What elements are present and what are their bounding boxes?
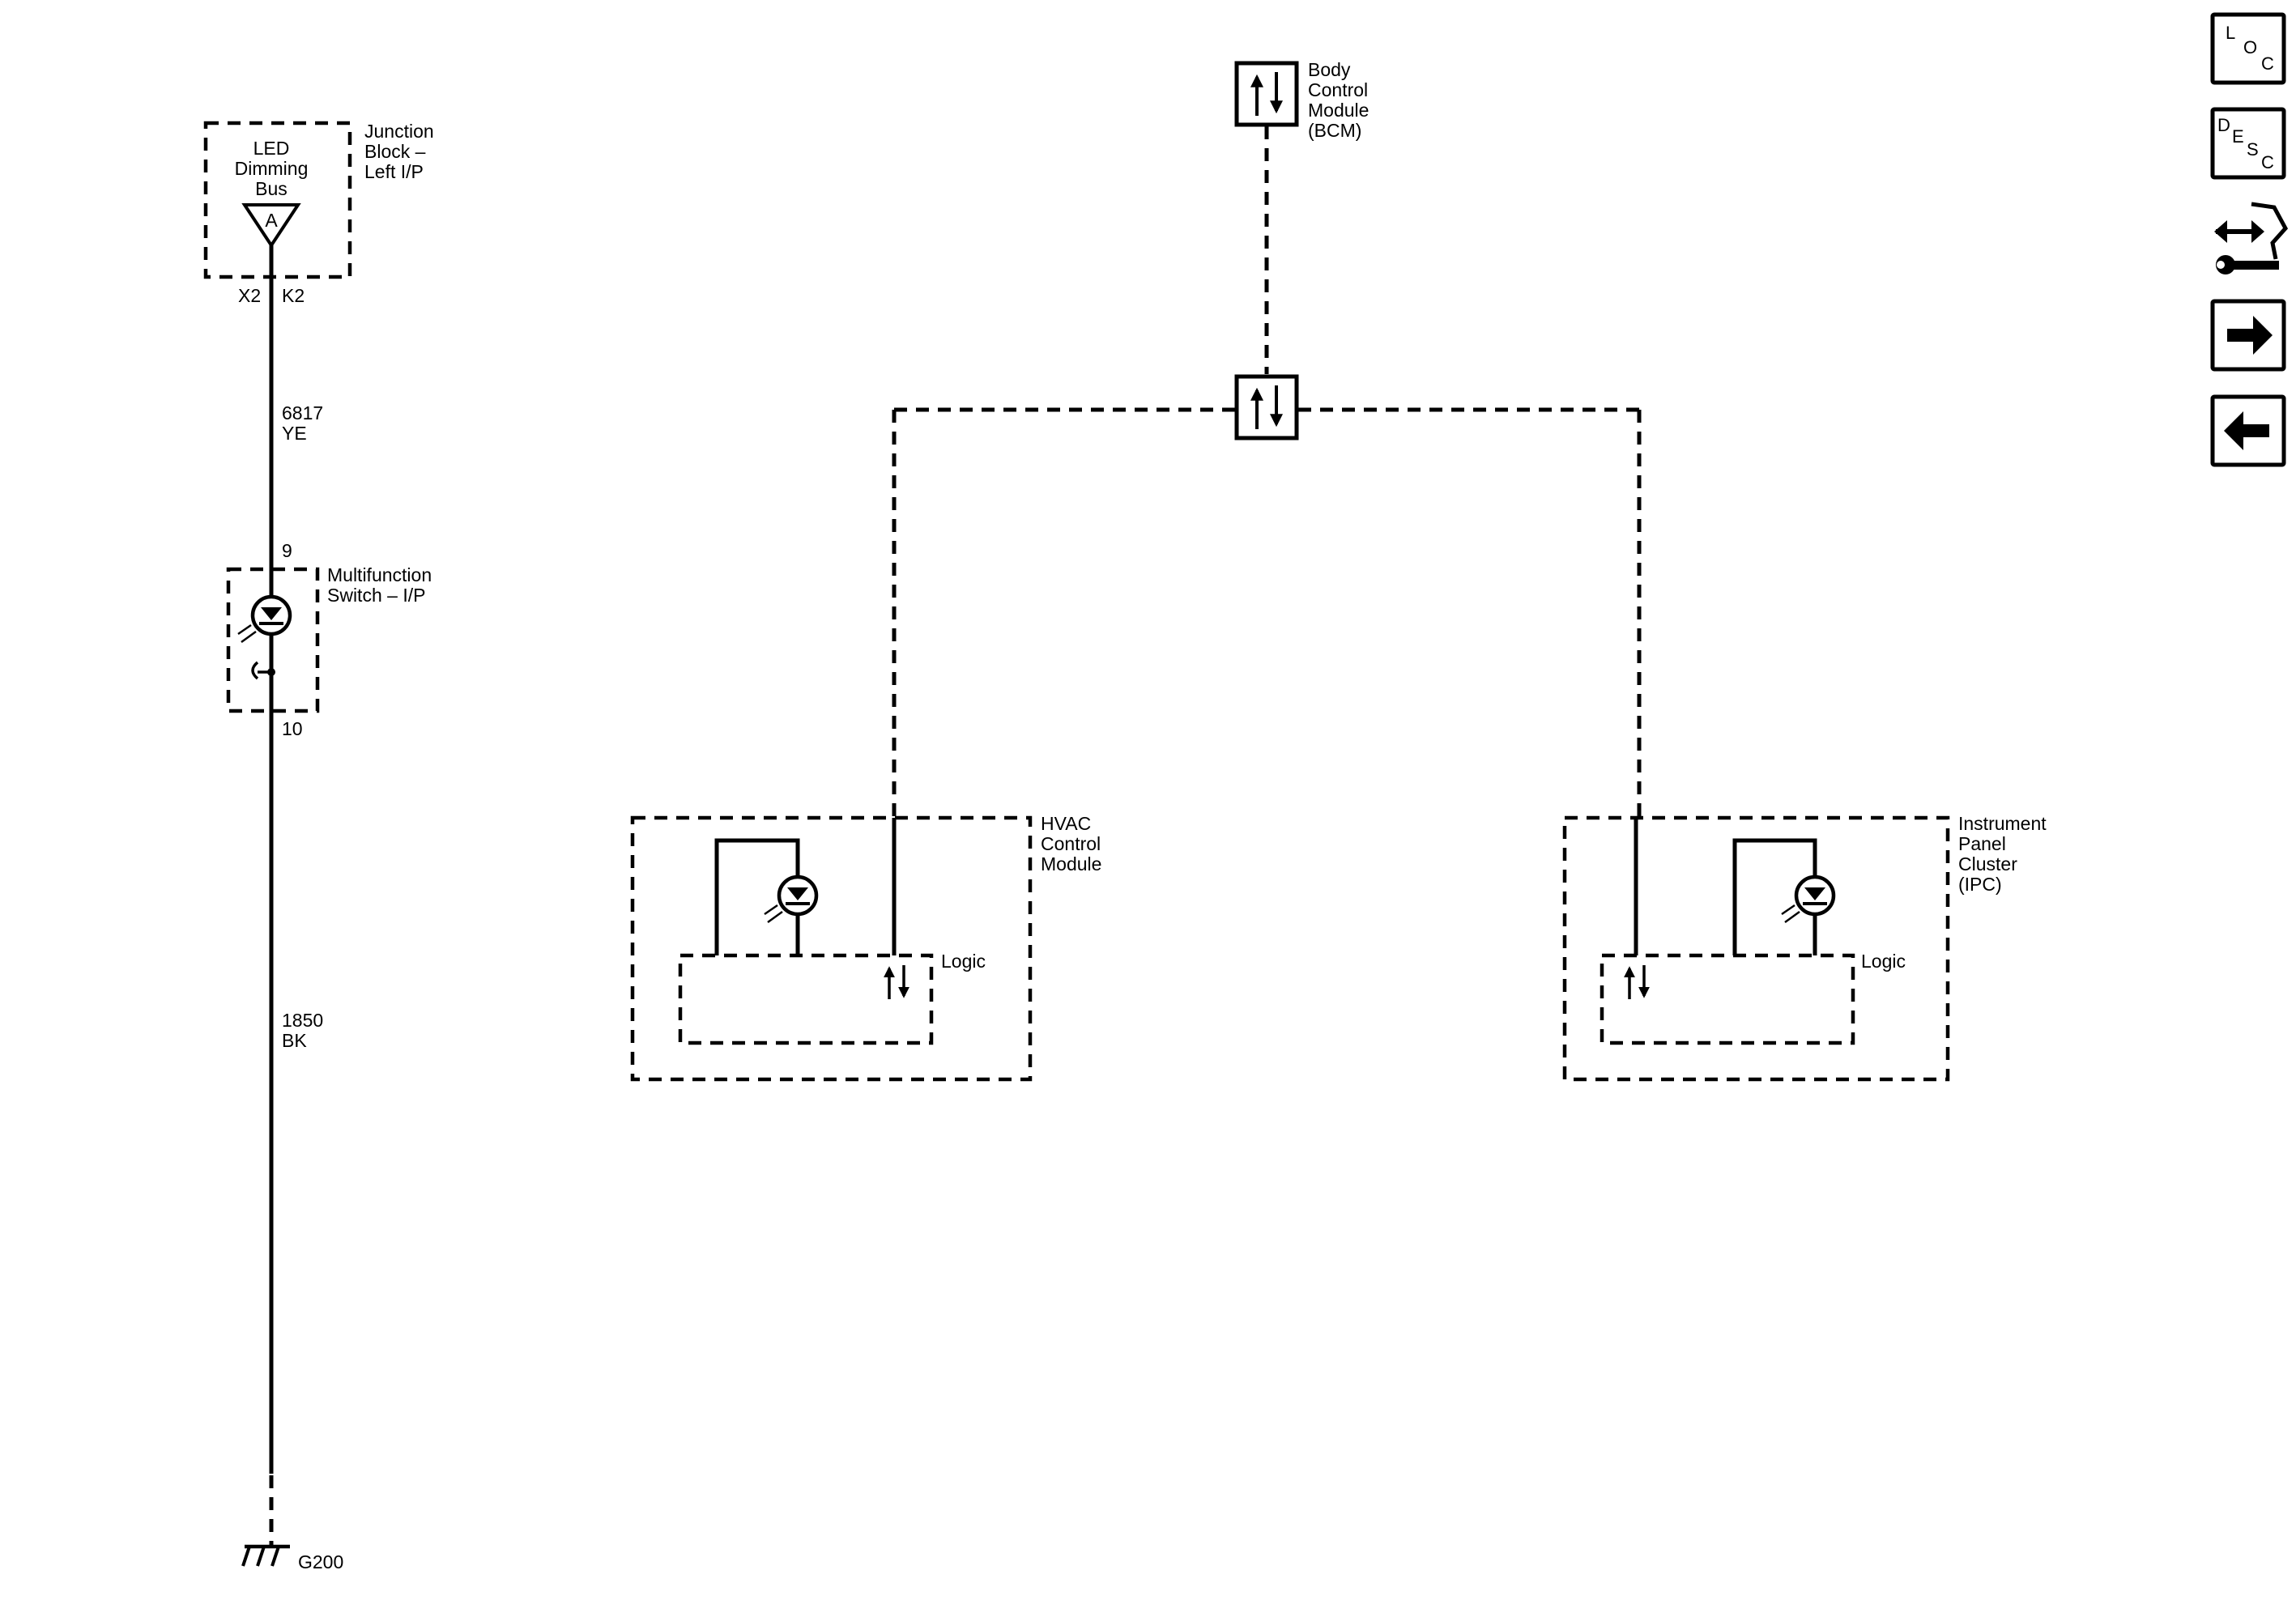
wire-1850-color: BK bbox=[282, 1030, 307, 1051]
multifunction-switch: 9 10 Multifunction Switch – I/P bbox=[226, 540, 432, 739]
ground-label: G200 bbox=[298, 1551, 343, 1572]
switch-name-1: Multifunction bbox=[327, 564, 432, 585]
ipc-logic-label: Logic bbox=[1861, 951, 1906, 972]
ground-tick-3 bbox=[270, 1546, 280, 1567]
wire-6817-color: YE bbox=[282, 423, 307, 444]
ipc-name-2: Panel bbox=[1958, 833, 2006, 854]
ipc-name-3: Cluster bbox=[1958, 853, 2017, 874]
ipc-light-emission-2 bbox=[1781, 904, 1795, 916]
light-emission-icon-2 bbox=[237, 623, 252, 636]
bcm-name-2: Control bbox=[1308, 79, 1368, 100]
hvac-name-2: Control bbox=[1041, 833, 1101, 854]
led-dimming-label-2: Dimming bbox=[235, 158, 309, 179]
desc-letter-c: C bbox=[2261, 152, 2274, 172]
desc-button[interactable]: D E S C bbox=[2210, 107, 2286, 180]
desc-letter-e: E bbox=[2232, 126, 2244, 147]
connector-wrench-icon[interactable] bbox=[2214, 202, 2289, 274]
hvac-name-1: HVAC bbox=[1041, 813, 1091, 834]
ipc-lamp-circuit bbox=[1732, 838, 1817, 955]
previous-arrow-icon bbox=[2224, 411, 2269, 450]
ground-tick-2 bbox=[256, 1546, 266, 1567]
switch-pin-10: 10 bbox=[282, 718, 303, 739]
loc-letter-o: O bbox=[2243, 37, 2257, 57]
serial-data-splice-icon bbox=[1234, 374, 1299, 440]
loc-letter-l: L bbox=[2226, 23, 2235, 43]
connector-x2-label: X2 bbox=[238, 285, 261, 306]
junction-block-name-1: Junction bbox=[364, 121, 434, 142]
switch-name-2: Switch – I/P bbox=[327, 585, 425, 606]
bcm-module: Body Control Module (BCM) bbox=[1234, 59, 1369, 141]
led-dimming-label-1: LED bbox=[253, 138, 290, 159]
bus-letter: A bbox=[265, 210, 278, 231]
wire-6817-circuit: 6817 bbox=[282, 402, 323, 423]
desc-letter-s: S bbox=[2247, 139, 2259, 160]
ipc-light-emission-1 bbox=[1784, 910, 1800, 924]
junction-block-name-3: Left I/P bbox=[364, 161, 424, 182]
junction-block-outline bbox=[203, 121, 352, 279]
bcm-name-3: Module bbox=[1308, 100, 1369, 121]
switch-contact-icon bbox=[251, 661, 259, 680]
ipc-module-outline bbox=[1562, 815, 1950, 1082]
ipc-name-4: (IPC) bbox=[1958, 874, 2002, 895]
hvac-lamp-circuit bbox=[714, 838, 800, 955]
junction-block-name-2: Block – bbox=[364, 141, 426, 162]
switch-pin-9: 9 bbox=[282, 540, 292, 561]
wire-1850-circuit: 1850 bbox=[282, 1010, 323, 1031]
connector-k2-label: K2 bbox=[282, 285, 305, 306]
instrument-panel-cluster: Logic Instrument Panel Cluster (IPC) bbox=[1562, 813, 2047, 1082]
bus-triangle-icon bbox=[241, 203, 301, 249]
hvac-logic-label: Logic bbox=[941, 951, 986, 972]
hvac-led-diode bbox=[787, 887, 808, 900]
desc-letter-d: D bbox=[2217, 115, 2230, 135]
next-arrow-icon bbox=[2227, 316, 2273, 355]
hvac-control-module: Logic HVAC Control Module bbox=[630, 813, 1101, 1082]
hvac-light-emission-1 bbox=[767, 910, 783, 924]
hvac-logic-outline bbox=[678, 953, 934, 1045]
loc-button[interactable]: L O C bbox=[2210, 12, 2286, 85]
hvac-module-outline bbox=[630, 815, 1033, 1082]
loc-letter-c: C bbox=[2261, 53, 2274, 74]
hvac-name-3: Module bbox=[1041, 853, 1101, 874]
light-emission-icon bbox=[241, 630, 257, 644]
ipc-led-diode bbox=[1804, 887, 1825, 900]
ground-tick-1 bbox=[241, 1546, 251, 1567]
ipc-logic-outline bbox=[1600, 953, 1855, 1045]
previous-button[interactable] bbox=[2210, 394, 2286, 467]
bcm-name-1: Body bbox=[1308, 59, 1351, 80]
ipc-name-1: Instrument bbox=[1958, 813, 2047, 834]
hvac-light-emission-2 bbox=[764, 904, 778, 916]
led-diode-icon bbox=[261, 607, 282, 620]
next-button[interactable] bbox=[2210, 299, 2286, 372]
ground-symbol: G200 bbox=[241, 1544, 343, 1572]
bcm-serial-data-icon bbox=[1234, 61, 1299, 127]
junction-block: LED Dimming Bus A Junction Block – Left … bbox=[203, 121, 434, 306]
led-dimming-label-3: Bus bbox=[255, 178, 288, 199]
bcm-name-4: (BCM) bbox=[1308, 120, 1361, 141]
